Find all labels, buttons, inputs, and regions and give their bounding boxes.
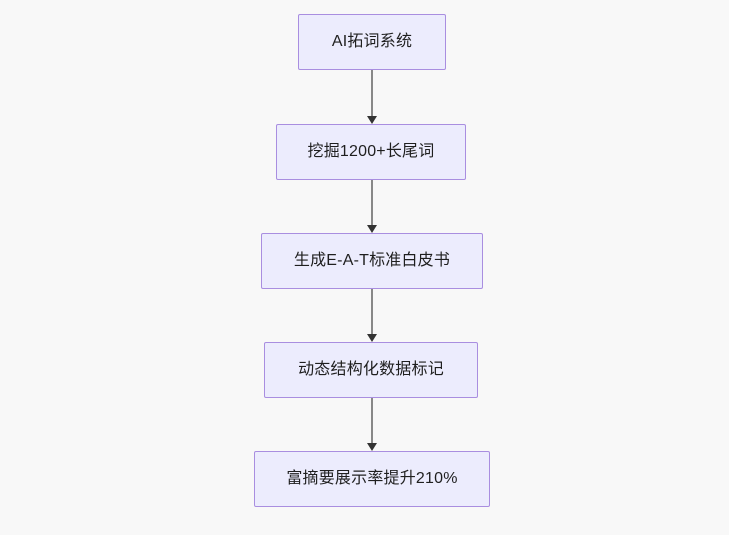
edge-line [370,180,374,225]
edge-line [370,289,374,334]
flowchart-node-label: 生成E-A-T标准白皮书 [293,252,451,269]
flowchart-node-dynamic-structured-data-markup[interactable]: 动态结构化数据标记 [264,342,478,398]
arrow-down-icon [367,334,377,342]
flowchart-node-mine-longtail-keywords[interactable]: 挖掘1200+长尾词 [276,124,466,180]
flowchart-node-label: 动态结构化数据标记 [298,361,444,378]
arrow-down-icon [367,225,377,233]
flowchart-node-label: 挖掘1200+长尾词 [307,143,435,160]
flowchart-node-generate-eat-whitepaper[interactable]: 生成E-A-T标准白皮书 [261,233,483,289]
arrow-down-icon [367,443,377,451]
flowchart-node-ai-keyword-system[interactable]: AI拓词系统 [298,14,446,70]
edge-line [370,398,374,443]
flowchart-node-label: 富摘要展示率提升210% [286,470,458,487]
flowchart-node-rich-snippet-rate-increase[interactable]: 富摘要展示率提升210% [254,451,490,507]
arrow-down-icon [367,116,377,124]
edge-line [370,70,374,116]
flowchart-node-label: AI拓词系统 [331,33,413,50]
